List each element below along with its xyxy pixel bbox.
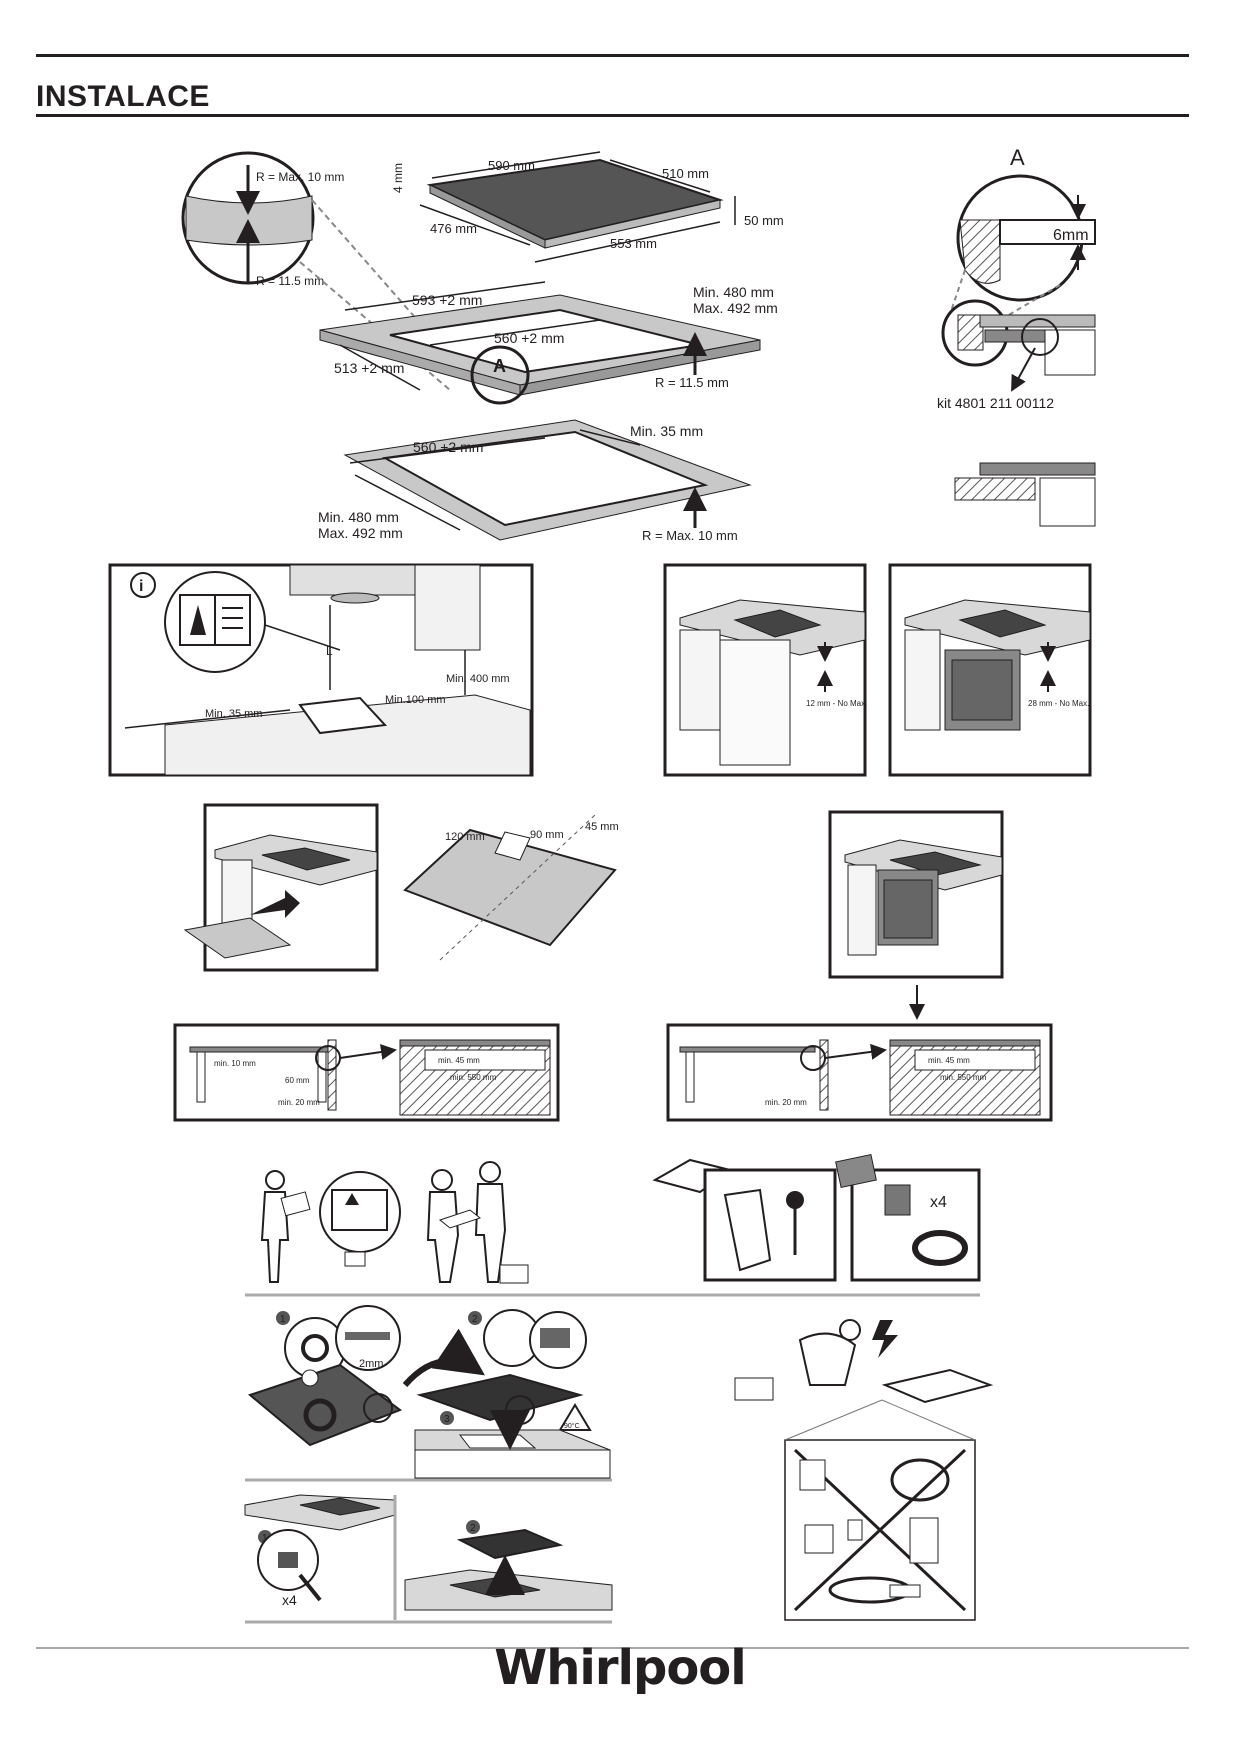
whirlpool-logo: Whirlpool (494, 1640, 746, 1696)
gap-28mm-label: 28 mm - No Max. (1028, 699, 1089, 708)
frame-min-edge-label: Min. 35 mm (630, 423, 703, 439)
min-back-label: Min.100 mm (385, 694, 446, 706)
right-min45-label: min. 45 mm (928, 1056, 970, 1065)
install-steps: 1 2mm 2 x4 90°C 3 (247, 1305, 994, 1479)
kit-profile (979, 462, 1096, 476)
hob-top (416, 1373, 584, 1422)
detail-a-circle (470, 345, 530, 405)
radius-cut-label: R = 11.5 mm (655, 375, 729, 390)
info-icon (130, 572, 156, 598)
electric-hazard-icon (872, 1320, 898, 1358)
gap-12mm-label: 12 mm - No Max. (806, 699, 867, 708)
screwdriver-tool (298, 1573, 322, 1602)
cut-45mm-label: 45 mm (585, 821, 619, 833)
detail-a-title: A (1010, 145, 1025, 170)
top-rule (36, 54, 1189, 57)
cut-inner-label: 560 +2 mm (494, 330, 564, 346)
cut-90mm-label: 90 mm (530, 829, 564, 841)
frame-width-label: 560 +2 mm (413, 439, 483, 455)
screwdriver-icon (786, 1191, 804, 1209)
screw-qty-label: x4 (282, 1592, 297, 1608)
page-title: INSTALACE (36, 80, 210, 113)
cutout-diagram: R = Max. 10 mm R = 11.5 mm 590 mm 510 mm… (181, 151, 784, 543)
cabinet-panel-28mm: 28 mm - No Max. (888, 563, 1092, 777)
depth-max-label: Max. 492 mm (693, 300, 778, 316)
clip-icon (884, 1184, 911, 1216)
detail-a-panel: A 6mm kit 4801 211 00112 (937, 145, 1096, 527)
detail-a-marker: A (493, 356, 506, 376)
gap-2mm-label: 2mm (359, 1358, 383, 1370)
step1-badge: 1 (280, 1314, 286, 1325)
hob-depth-label: 4 mm (391, 163, 405, 193)
angle-label: 90°C (564, 1422, 580, 1430)
hob-underside (247, 1363, 403, 1447)
left-min20-label: min. 20 mm (278, 1098, 320, 1107)
frame-depth-max-label: Max. 492 mm (318, 525, 403, 541)
hob-height-label: 50 mm (744, 213, 784, 228)
right-min20-label: min. 20 mm (765, 1098, 807, 1107)
hob-inner-depth-label: 476 mm (430, 221, 477, 236)
cut-depth-label: 513 +2 mm (334, 360, 404, 376)
hob-length-label: 510 mm (662, 166, 709, 181)
cut-120mm-label: 120 mm (445, 831, 485, 843)
oven-cabinet-panel (828, 810, 1004, 1020)
kit-bag-icon (835, 1153, 877, 1189)
cabinet-panel-12mm: 12 mm - No Max. (663, 563, 867, 777)
radius-bottom-label: R = 11.5 mm (256, 274, 324, 288)
depth-min-label: Min. 480 mm (693, 284, 774, 300)
kit-number-label: kit 4801 211 00112 (937, 395, 1054, 411)
left-min10-label: min. 10 mm (214, 1059, 256, 1068)
min-side-label: Min. 400 mm (446, 673, 510, 685)
clearance-panel: i L Min. 400 mm Min. 35 mm Min.100 mm (108, 563, 534, 777)
step2b-badge: 2 (470, 1523, 476, 1534)
kit-qty-label: x4 (930, 1194, 947, 1211)
section-right: min. 20 mm min. 45 mm min. 550 mm (666, 1023, 1053, 1122)
info-icon-glyph: i (139, 578, 143, 595)
detail-a-thickness-label: 6mm (1053, 227, 1089, 244)
cut-width-label: 593 +2 mm (412, 292, 482, 308)
left-min45-label: min. 45 mm (438, 1056, 480, 1065)
safety-row: x4 (260, 1153, 981, 1284)
left-d60-label: 60 mm (285, 1076, 310, 1085)
frame-depth-min-label: Min. 480 mm (318, 509, 399, 525)
left-min550-label: min. 550 mm (450, 1073, 497, 1082)
forbidden-connections (784, 1399, 976, 1621)
height-label: L (326, 644, 333, 658)
angle-warning-icon (558, 1403, 592, 1431)
frame-opening (381, 430, 709, 527)
removal-steps: 1 x4 2 (244, 1494, 613, 1620)
hob-inner-width-label: 553 mm (610, 236, 657, 251)
step2-badge: 2 (472, 1314, 478, 1325)
title-underline (36, 114, 1189, 117)
radius-top-label: R = Max. 10 mm (256, 170, 344, 184)
section-left: min. 10 mm 60 mm min. 20 mm min. 45 mm m… (173, 1023, 560, 1122)
right-min550-label: min. 550 mm (940, 1073, 987, 1082)
back-panel-panel: 120 mm 90 mm 45 mm (183, 803, 619, 972)
frame-radius-label: R = Max. 10 mm (642, 528, 738, 543)
gloves-icon (723, 1188, 772, 1272)
clip-qty-label: x4 (460, 1352, 475, 1368)
min-edge-label: Min. 35 mm (205, 708, 262, 720)
seal-tape-icon (912, 1230, 968, 1266)
hob-width-label: 590 mm (488, 158, 535, 173)
step3-badge: 3 (444, 1414, 450, 1425)
step1b-badge: 1 (262, 1533, 268, 1544)
